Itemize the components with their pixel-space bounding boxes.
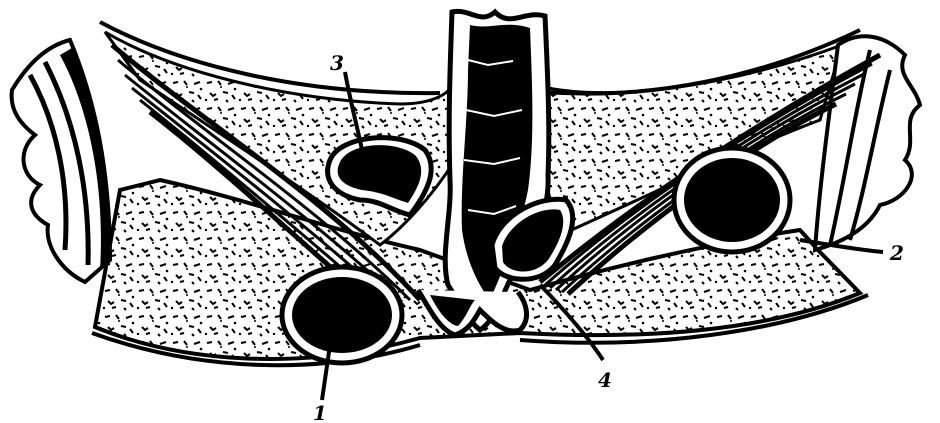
vessel-right [684, 158, 780, 242]
label-2: 2 [889, 241, 904, 265]
label-1: 1 [313, 401, 327, 423]
label-4: 4 [598, 368, 612, 392]
vessel-1 [292, 277, 392, 353]
label-3: 3 [330, 51, 344, 75]
